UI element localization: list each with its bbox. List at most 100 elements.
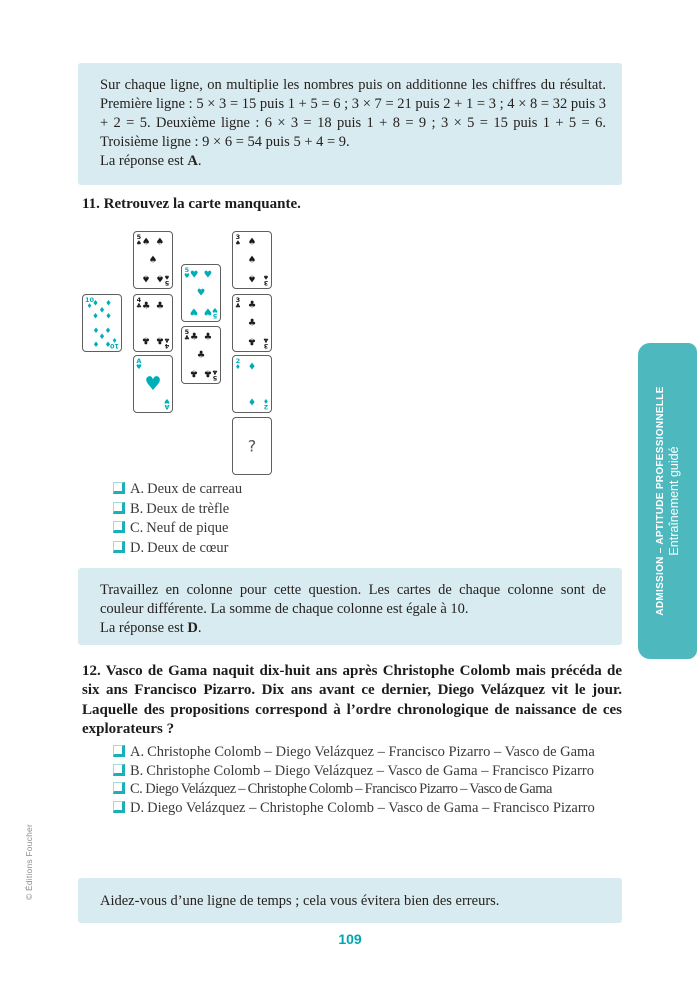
club-pip-icon: ♣	[141, 300, 151, 312]
card-index: 4♣	[136, 296, 142, 310]
club-pip-icon: ♣	[247, 299, 257, 311]
card-index: 4♣	[164, 336, 170, 350]
spade-pip-icon: ♠	[141, 272, 151, 284]
checkbox-icon[interactable]	[113, 521, 125, 533]
club-pip-icon: ♣	[196, 349, 206, 361]
playing-card: 4♣4♣♣♣♣♣	[133, 294, 173, 352]
card-index: 5♠	[136, 233, 142, 247]
question-12-text: 12. Vasco de Gama naquit dix-huit ans ap…	[82, 663, 622, 738]
club-pip-icon: ♣	[141, 334, 151, 346]
answer-line: La réponse est A.	[100, 153, 202, 169]
checkbox-icon[interactable]	[113, 745, 125, 757]
club-pip-icon: ♣	[189, 367, 199, 379]
explanation-box-previous-question: Sur chaque ligne, on multiplie les nombr…	[78, 63, 622, 185]
checkbox-icon[interactable]	[113, 763, 125, 776]
page-number: 109	[338, 931, 362, 947]
answer-line: La réponse est D.	[100, 620, 202, 636]
diamond-pip-icon: ♦	[92, 311, 99, 321]
option-q12-c[interactable]: C.Diego Velázquez – Christophe Colomb – …	[82, 780, 622, 799]
checkbox-icon[interactable]	[113, 501, 125, 514]
heart-pip-icon: ♥	[189, 305, 199, 317]
card-index: 10♦	[85, 296, 95, 310]
diamond-pip-icon: ♦	[105, 311, 112, 321]
option-q11-b[interactable]: B.Deux de trèfle	[82, 500, 622, 520]
card-index: 3♣	[263, 336, 269, 350]
playing-card: 5♠5♠♠♠♠♠♠	[133, 231, 173, 289]
playing-card: A♥ A♥♥	[133, 355, 173, 413]
spade-pip-icon: ♠	[155, 236, 165, 248]
playing-card: 2♦ 2♦ ♦ ♦	[232, 355, 272, 413]
playing-card: 3♣3♣♣♣♣	[232, 294, 272, 352]
heart-pip-icon: ♥	[203, 269, 213, 281]
explanation-box-question-11: Travaillez en colonne pour cette questio…	[78, 568, 622, 645]
club-pip-icon: ♣	[203, 331, 213, 343]
section-tab: ADMISSION – APTITUDE PROFESSIONNELLE Ent…	[638, 343, 697, 659]
diamond-pip-icon: ♦	[105, 339, 112, 349]
club-pip-icon: ♣	[247, 335, 257, 347]
diamond-pip-icon: ♦	[247, 395, 257, 407]
card-index: 2♦	[263, 397, 269, 411]
spade-pip-icon: ♠	[247, 254, 257, 266]
option-q11-a[interactable]: A.Deux de carreau	[82, 480, 622, 500]
playing-card: 5♣5♣♣♣♣♣♣	[181, 326, 221, 384]
card-index: 5♣	[212, 368, 218, 382]
question-mark: ?	[247, 436, 257, 456]
spade-pip-icon: ♠	[247, 272, 257, 284]
card-index: 5♠	[164, 273, 170, 287]
diamond-pip-icon: ♦	[105, 325, 112, 335]
checkbox-icon[interactable]	[113, 800, 125, 813]
diamond-pip-icon: ♦	[247, 361, 257, 373]
diamond-pip-icon: ♦	[92, 298, 99, 308]
copyright-vertical-text: © Éditions Foucher	[24, 824, 34, 901]
section-tab-text: ADMISSION – APTITUDE PROFESSIONNELLE Ent…	[654, 343, 682, 659]
diamond-pip-icon: ♦	[92, 339, 99, 349]
spade-pip-icon: ♠	[247, 236, 257, 248]
option-q12-a[interactable]: A.Christophe Colomb – Diego Velázquez – …	[82, 743, 622, 762]
card-index: A♥	[136, 357, 142, 371]
question-11-options: A.Deux de carreau B.Deux de trèfle C.Neu…	[82, 480, 622, 558]
question-11-title: 11. Retrouvez la carte manquante.	[82, 196, 301, 212]
hint-box: Aidez-vous d’une ligne de temps ; cela v…	[78, 878, 622, 923]
question-12-options: A.Christophe Colomb – Diego Velázquez – …	[82, 743, 622, 817]
card-index: A♥	[164, 397, 170, 411]
hint-text: Aidez-vous d’une ligne de temps ; cela v…	[100, 893, 500, 909]
spade-pip-icon: ♠	[141, 236, 151, 248]
diamond-pip-icon: ♦	[105, 298, 112, 308]
club-pip-icon: ♣	[247, 317, 257, 329]
diamond-pip-icon: ♦	[98, 305, 106, 315]
club-pip-icon: ♣	[189, 331, 199, 343]
heart-pip-icon: ♥	[189, 269, 199, 281]
mystery-card: ?	[232, 417, 272, 475]
option-q12-b[interactable]: B.Christophe Colomb – Diego Velázquez – …	[82, 762, 622, 781]
checkbox-icon[interactable]	[113, 782, 125, 795]
tab-section-title: ADMISSION – APTITUDE PROFESSIONNELLE	[654, 386, 666, 616]
club-pip-icon: ♣	[155, 300, 165, 312]
club-pip-icon: ♣	[203, 367, 213, 379]
card-index: 5♥	[184, 266, 190, 280]
heart-pip-icon: ♥	[144, 373, 162, 395]
playing-card: 10♦10♦♦♦♦♦♦♦♦♦♦♦	[82, 294, 122, 352]
heart-pip-icon: ♥	[203, 305, 213, 317]
option-q11-d[interactable]: D.Deux de cœur	[82, 539, 622, 559]
card-index: 5♥	[212, 306, 218, 320]
card-index: 2♦	[235, 357, 241, 371]
option-q12-d[interactable]: D.Diego Velázquez – Christophe Colomb – …	[82, 799, 622, 818]
option-q11-c[interactable]: C.Neuf de pique	[82, 519, 622, 539]
playing-card: 5♥5♥♥♥♥♥♥	[181, 264, 221, 322]
tab-section-subtitle: Entraînement guidé	[666, 446, 681, 556]
card-index: 5♣	[184, 328, 190, 342]
spade-pip-icon: ♠	[155, 272, 165, 284]
card-index: 3♠	[263, 273, 269, 287]
checkbox-icon[interactable]	[113, 482, 125, 494]
card-puzzle: 5♠5♠♠♠♠♠♠ 10♦10♦♦♦♦♦♦♦♦♦♦♦ 4♣4♣♣♣♣♣ A♥A♥…	[82, 231, 282, 477]
answer-letter: A	[187, 153, 198, 169]
heart-pip-icon: ♥	[196, 287, 206, 299]
explanation-text: Travaillez en colonne pour cette questio…	[100, 582, 606, 617]
card-index: 3♠	[235, 233, 241, 247]
explanation-text: Sur chaque ligne, on multiplie les nombr…	[100, 77, 606, 150]
spade-pip-icon: ♠	[148, 254, 158, 266]
answer-letter: D	[187, 620, 198, 636]
club-pip-icon: ♣	[155, 334, 165, 346]
checkbox-icon[interactable]	[113, 540, 125, 553]
